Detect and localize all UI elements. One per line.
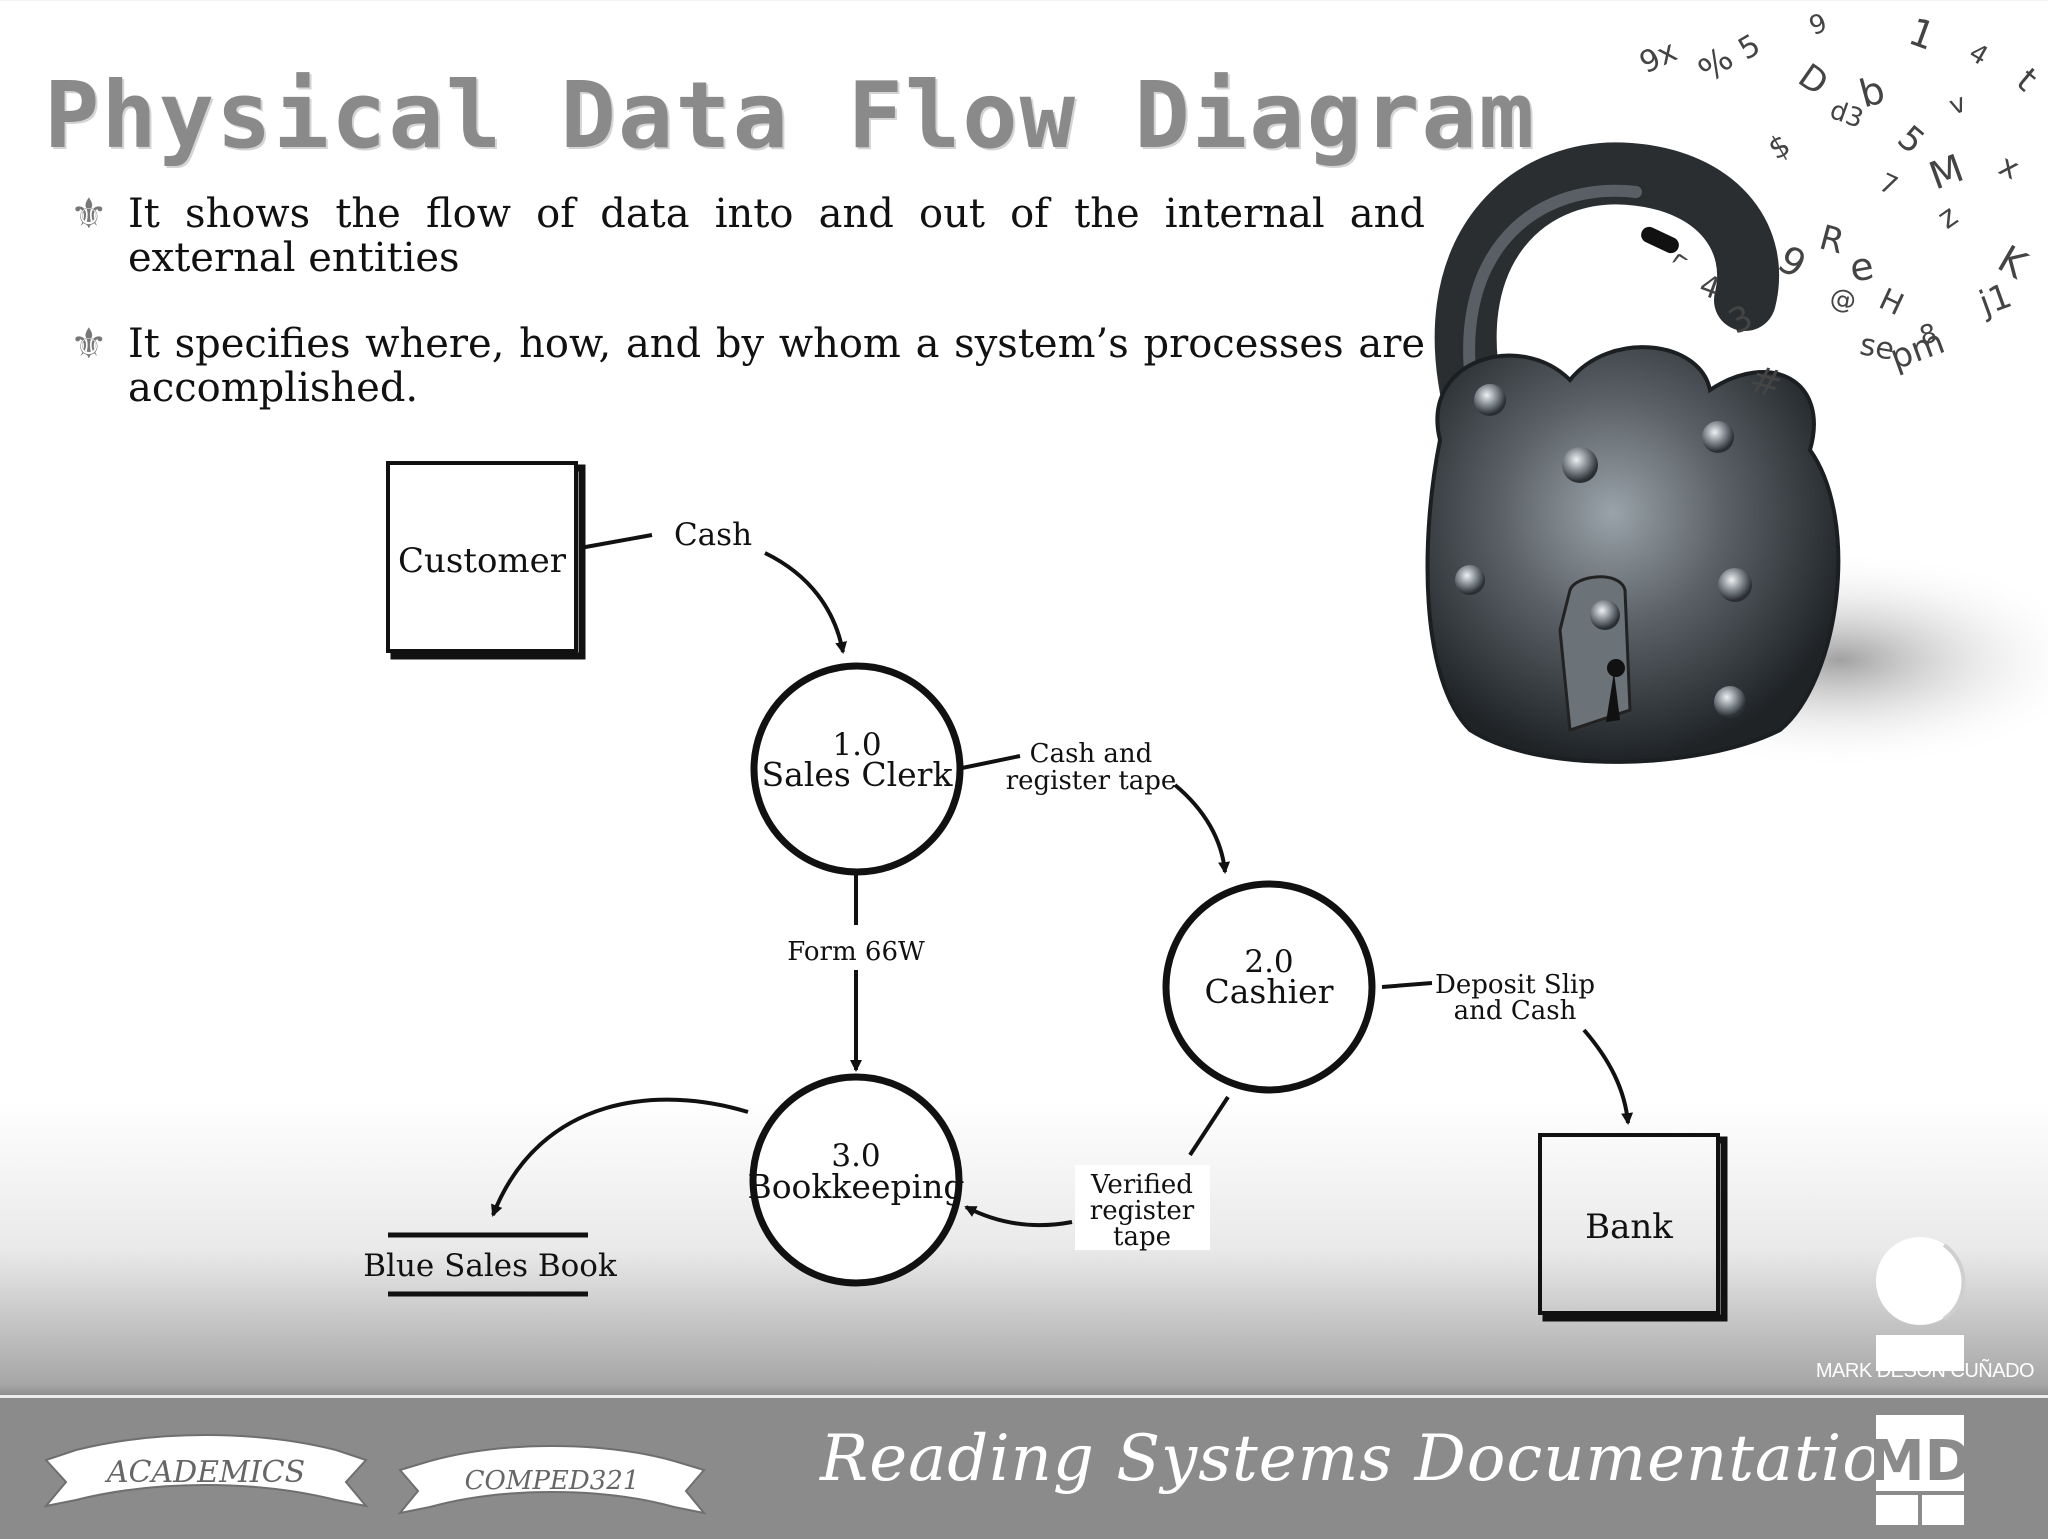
- process-bookkeeping: 3.0 Bookkeeping: [747, 1073, 965, 1287]
- slide-title: Physical Data Flow Diagram: [44, 62, 1537, 169]
- fleur-de-lis-icon: ⚜: [70, 189, 108, 238]
- flow-label: Cash and: [1030, 739, 1153, 769]
- data-store-blue-sales-book: Blue Sales Book: [363, 1232, 617, 1297]
- entity-bank: Bank: [1538, 1133, 1728, 1322]
- process-number: 2.0: [1244, 944, 1293, 980]
- entity-label: Bank: [1585, 1207, 1673, 1247]
- flow-label: Verified: [1090, 1170, 1193, 1200]
- flow-deposit-slip-and-cash: Deposit Slip and Cash: [1381, 970, 1634, 1125]
- fleur-de-lis-icon: ⚜: [70, 319, 108, 368]
- bullet-text: It shows the flow of data into and out o…: [128, 191, 1425, 281]
- flow-cash: Cash: [579, 517, 848, 654]
- flow-label: register tape: [1006, 766, 1177, 796]
- bullet-item: ⚜ It shows the flow of data into and out…: [70, 189, 1425, 281]
- author-name: MARK DESON CUÑADO: [1815, 1360, 2035, 1382]
- flow-label: tape: [1113, 1222, 1171, 1252]
- course-title: Reading Systems Documentation: [820, 1422, 1924, 1496]
- ribbon-label: ACADEMICS: [104, 1455, 305, 1490]
- flow-label: Cash: [674, 517, 752, 553]
- ribbon-comped321: COMPED321: [397, 1445, 707, 1515]
- logo-initials: MD: [1869, 1429, 1971, 1494]
- flow-label: Form 66W: [787, 937, 925, 967]
- flow-to-blue-sales-book: [491, 1097, 749, 1217]
- process-number: 3.0: [831, 1138, 880, 1174]
- author-logo: MD: [1869, 1237, 1971, 1525]
- flow-label: Deposit Slip: [1435, 970, 1595, 1000]
- flow-label: and Cash: [1454, 996, 1577, 1026]
- bullet-item: ⚜ It specifies where, how, and by whom a…: [70, 319, 1425, 411]
- process-number: 1.0: [832, 727, 881, 763]
- process-name: Sales Clerk: [762, 755, 954, 794]
- flow-verified-register-tape: Verified register tape: [964, 1095, 1230, 1252]
- process-name: Cashier: [1205, 972, 1334, 1011]
- process-sales-clerk: 1.0 Sales Clerk: [750, 662, 964, 876]
- ribbon-label: COMPED321: [465, 1466, 640, 1496]
- flow-label: register: [1090, 1196, 1195, 1226]
- entity-label: Customer: [398, 541, 567, 581]
- process-name: Bookkeeping: [747, 1167, 964, 1206]
- ribbon-academics: ACADEMICS: [43, 1434, 369, 1508]
- process-cashier: 2.0 Cashier: [1162, 880, 1376, 1094]
- data-store-label: Blue Sales Book: [363, 1248, 617, 1284]
- flow-cash-and-register-tape: Cash and register tape: [961, 739, 1231, 874]
- bullet-text: It specifies where, how, and by whom a s…: [128, 321, 1425, 411]
- entity-customer: Customer: [386, 461, 586, 660]
- flow-form-66w: Form 66W: [787, 875, 925, 1072]
